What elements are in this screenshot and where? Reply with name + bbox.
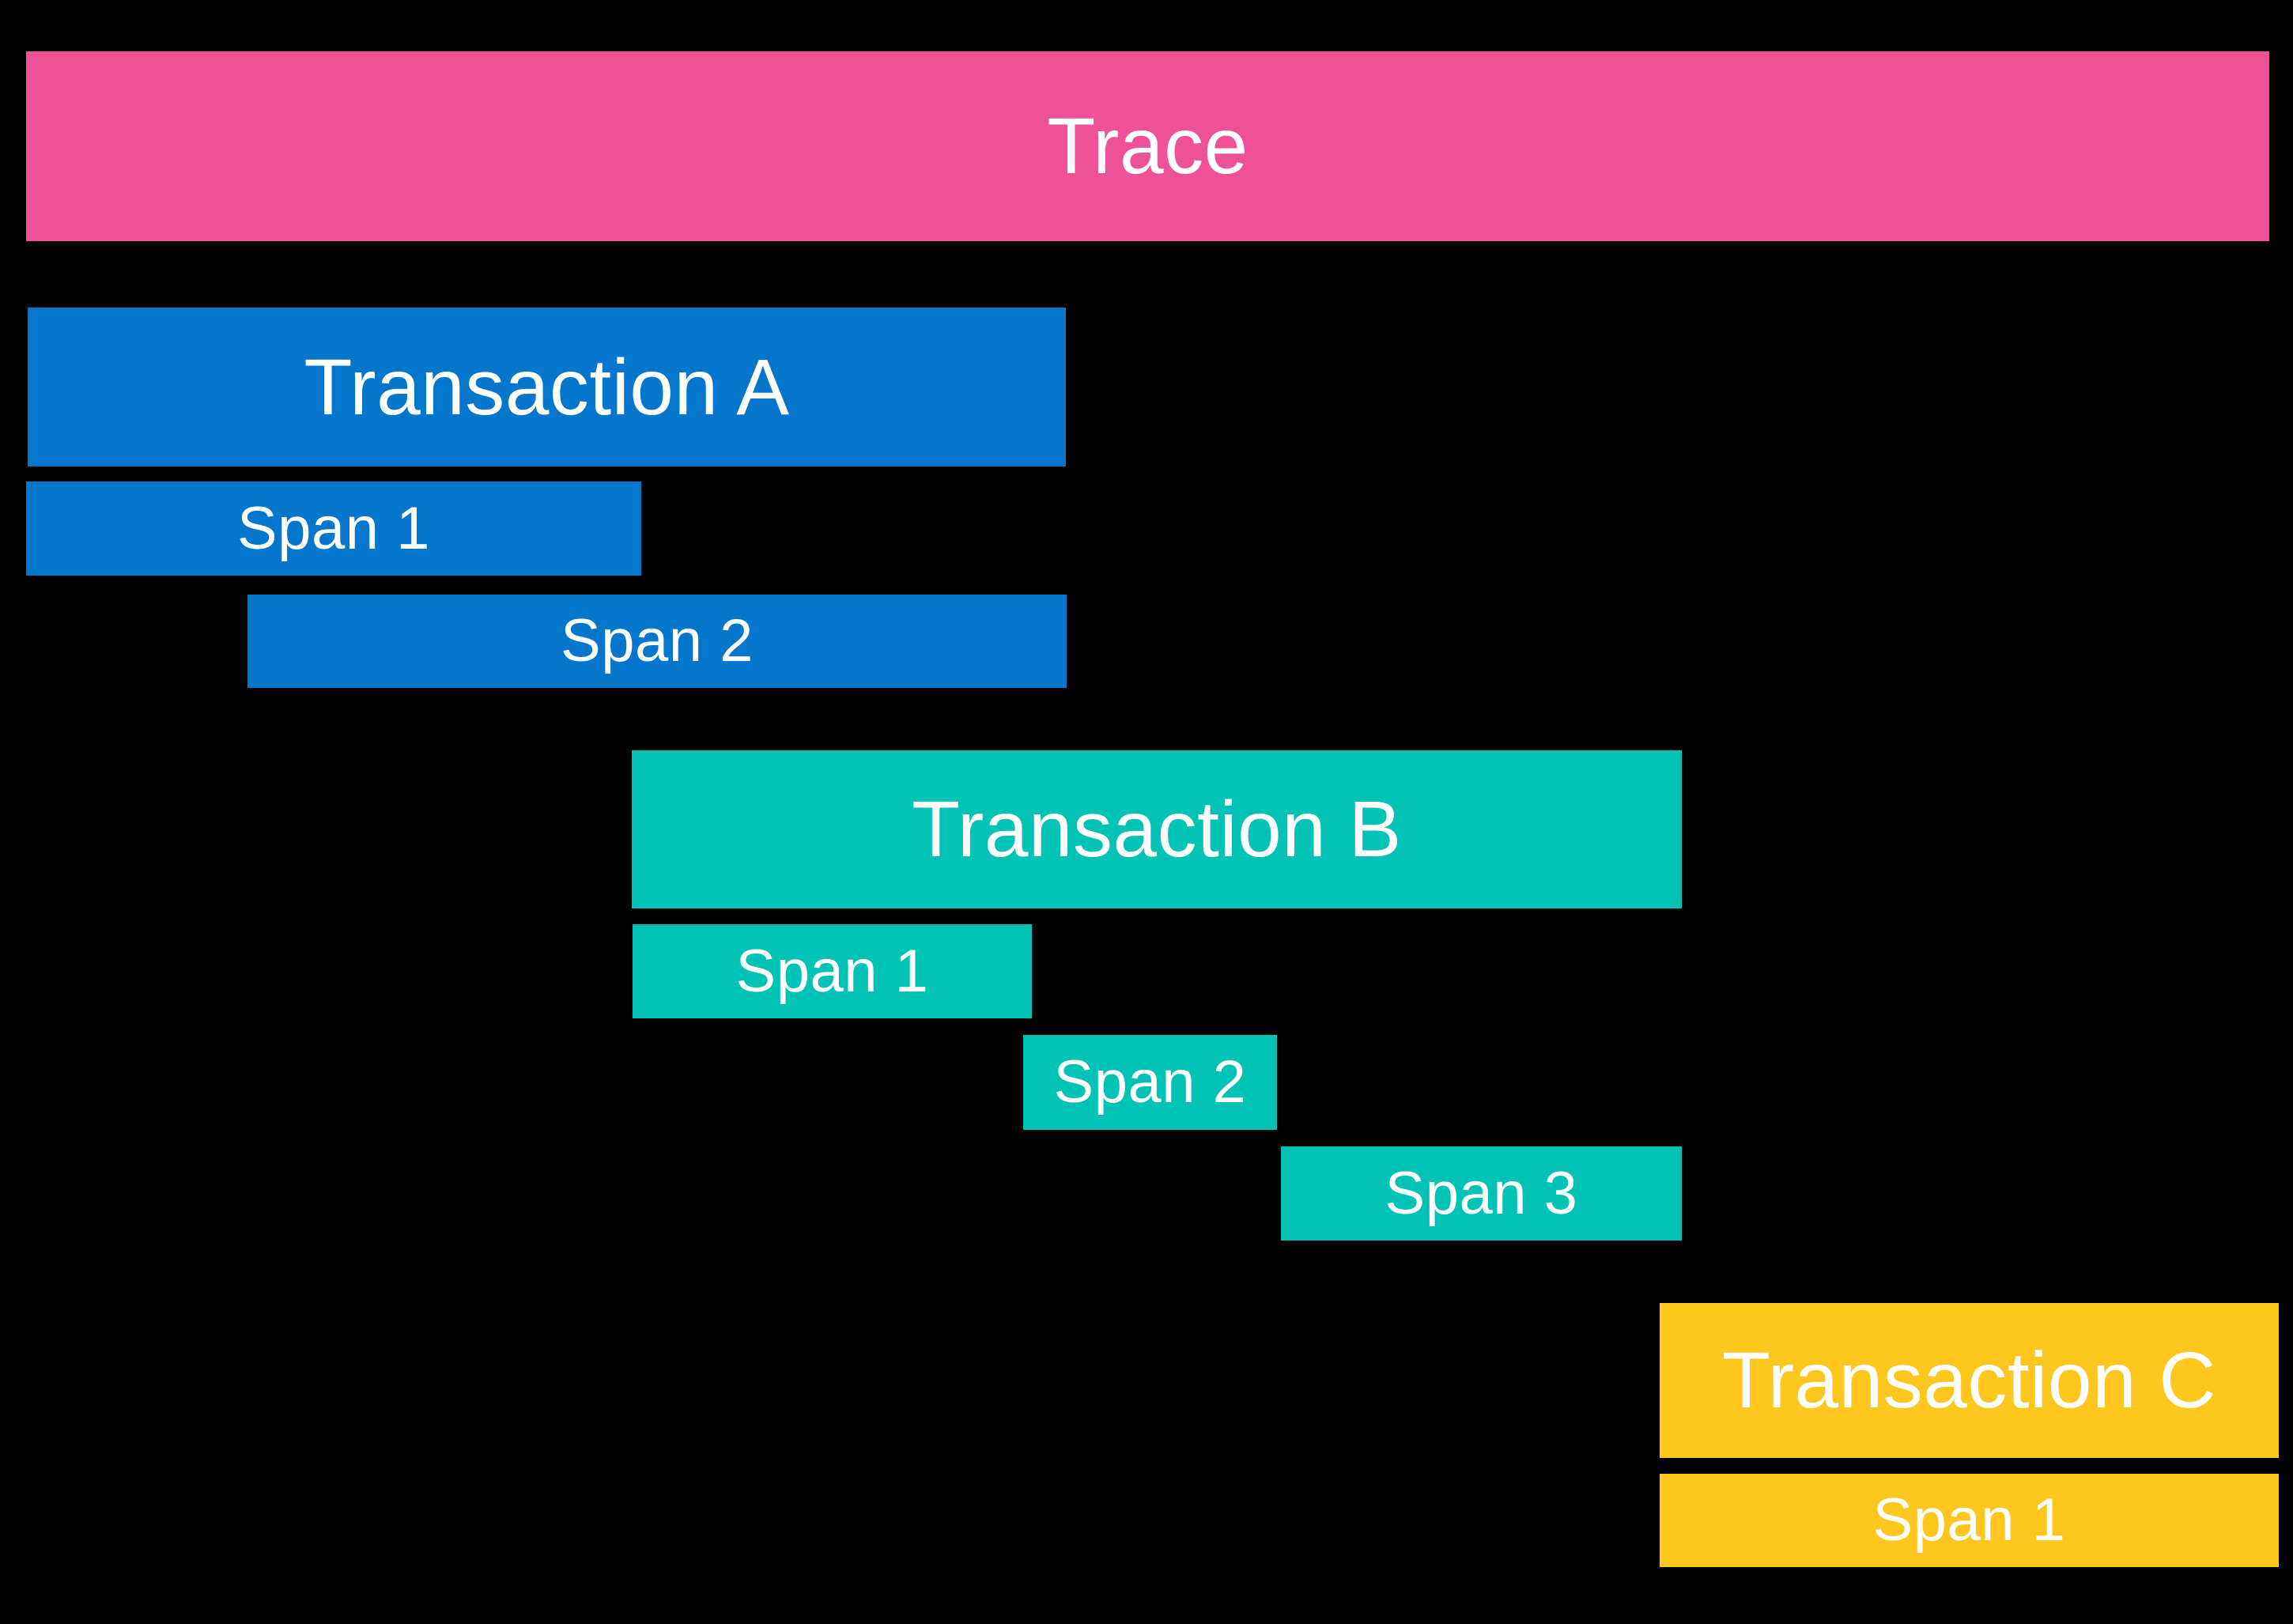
bar-transaction-b[interactable]: Transaction B xyxy=(632,750,1682,908)
bar-label-transaction-c: Transaction C xyxy=(1721,1336,2217,1425)
bar-label-transaction-c-span-1: Span 1 xyxy=(1872,1486,2066,1554)
bar-transaction-b-span-2[interactable]: Span 2 xyxy=(1023,1035,1277,1130)
bar-transaction-b-span-1[interactable]: Span 1 xyxy=(633,924,1032,1018)
bar-label-transaction-a: Transaction A xyxy=(304,342,790,432)
bar-label-transaction-b: Transaction B xyxy=(912,785,1402,874)
bar-transaction-a[interactable]: Transaction A xyxy=(28,308,1066,466)
bar-transaction-c-span-1[interactable]: Span 1 xyxy=(1660,1474,2279,1567)
bar-label-transaction-a-span-1: Span 1 xyxy=(237,494,430,562)
bar-transaction-b-span-3[interactable]: Span 3 xyxy=(1281,1146,1682,1241)
bar-trace[interactable]: Trace xyxy=(26,51,2269,241)
bar-label-transaction-b-span-1: Span 1 xyxy=(735,937,929,1005)
bar-label-transaction-a-span-2: Span 2 xyxy=(561,607,754,674)
bar-transaction-c[interactable]: Transaction C xyxy=(1660,1303,2279,1458)
bar-transaction-a-span-1[interactable]: Span 1 xyxy=(26,482,641,576)
bar-label-trace: Trace xyxy=(1047,102,1248,191)
bar-label-transaction-b-span-2: Span 2 xyxy=(1053,1048,1247,1116)
bar-transaction-a-span-2[interactable]: Span 2 xyxy=(247,595,1067,688)
bar-label-transaction-b-span-3: Span 3 xyxy=(1384,1159,1578,1227)
